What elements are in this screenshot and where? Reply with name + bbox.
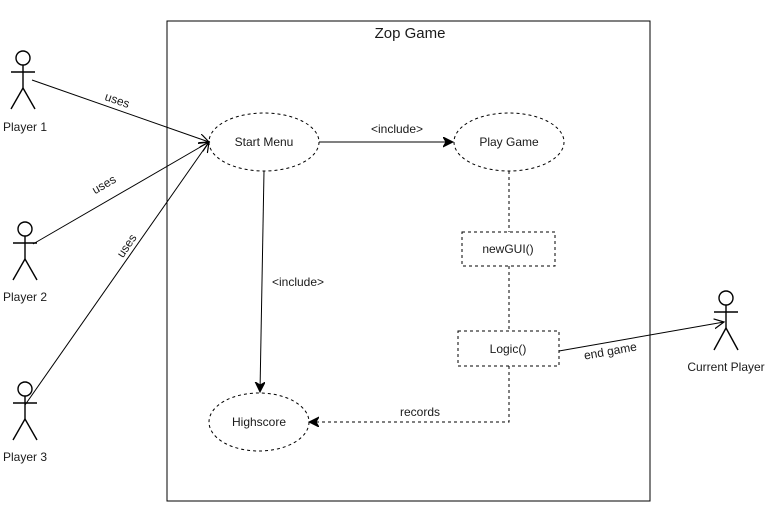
actor-player-1[interactable] [10, 50, 36, 110]
edge-end-game [558, 322, 724, 352]
actor-current-player[interactable] [713, 290, 739, 351]
use-case-play-game-label: Play Game [479, 135, 539, 149]
label-uses-2: uses [90, 172, 119, 197]
label-records: records [400, 405, 440, 419]
actor-label-player-2: Player 2 [3, 290, 47, 304]
label-include-highscore: <include> [272, 275, 324, 289]
edge-records [309, 366, 510, 422]
edge-uses-player-2 [32, 142, 209, 245]
edge-include-highscore [260, 170, 264, 392]
component-new-gui-label: newGUI() [482, 242, 533, 256]
actor-label-player-3: Player 3 [3, 450, 47, 464]
actor-player-2[interactable] [12, 221, 38, 281]
use-case-highscore-label: Highscore [232, 415, 286, 429]
component-logic-label: Logic() [490, 342, 527, 356]
component-logic[interactable] [457, 330, 560, 367]
actor-player-3[interactable] [12, 381, 38, 441]
edge-uses-player-1 [31, 79, 209, 142]
actor-label-current-player: Current Player [687, 360, 764, 374]
actor-label-player-1: Player 1 [3, 120, 47, 134]
label-include-play-game: <include> [371, 122, 423, 136]
use-case-start-menu-label: Start Menu [235, 135, 294, 149]
label-uses-3: uses [114, 231, 140, 260]
edge-uses-player-3 [24, 142, 209, 406]
label-uses-1: uses [103, 89, 132, 110]
system-title: Zop Game [375, 25, 446, 42]
component-new-gui[interactable] [461, 231, 556, 267]
